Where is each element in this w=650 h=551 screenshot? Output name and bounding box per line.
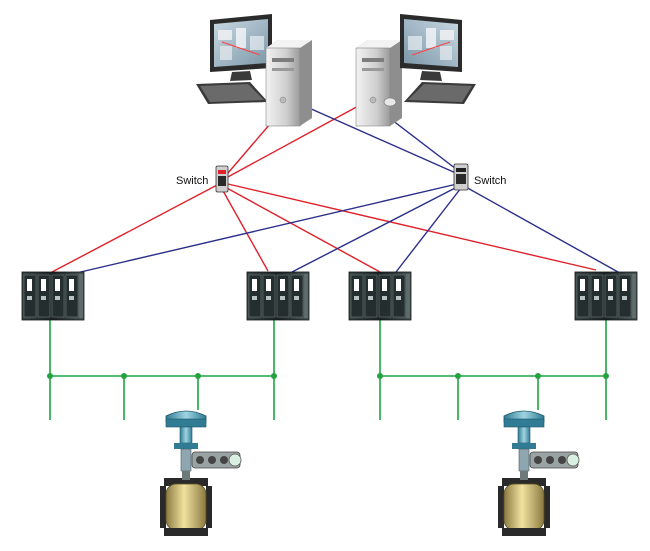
red-link-ctrl-4 <box>227 183 597 271</box>
red-link-ctrl-1 <box>51 183 220 273</box>
fieldbus-right <box>379 320 607 420</box>
blue-link-ws-right <box>391 119 461 173</box>
workstation-left-icon <box>195 13 313 127</box>
red-link-ws-right <box>225 103 363 179</box>
control-valve-icon <box>159 410 242 537</box>
fieldbus-left <box>49 320 275 420</box>
workstation-right-icon <box>355 13 477 127</box>
red-link-ctrl-3 <box>224 186 381 273</box>
controller-3-icon <box>348 271 412 321</box>
switch-right-label: Switch <box>474 175 507 187</box>
fieldbus-left-nodes <box>47 373 277 379</box>
switch-left-icon <box>215 165 229 193</box>
switch-right-icon <box>453 163 469 191</box>
red-link-ctrl-2 <box>221 188 269 272</box>
ethernet-blue-network <box>71 103 619 275</box>
control-valve-icon <box>497 410 580 537</box>
controller-2-icon <box>246 271 310 321</box>
ethernet-red-network <box>51 103 597 273</box>
switch-left-label: Switch <box>176 175 209 187</box>
fieldbus-right-nodes <box>377 373 609 379</box>
blue-link-ctrl-3 <box>395 187 462 273</box>
controller-4-icon <box>574 271 638 321</box>
controller-1-icon <box>21 271 85 321</box>
blue-link-ctrl-1 <box>71 183 458 275</box>
blue-link-ctrl-4 <box>463 185 619 273</box>
blue-link-ctrl-2 <box>291 185 460 273</box>
blue-link-ws-left <box>299 103 459 175</box>
